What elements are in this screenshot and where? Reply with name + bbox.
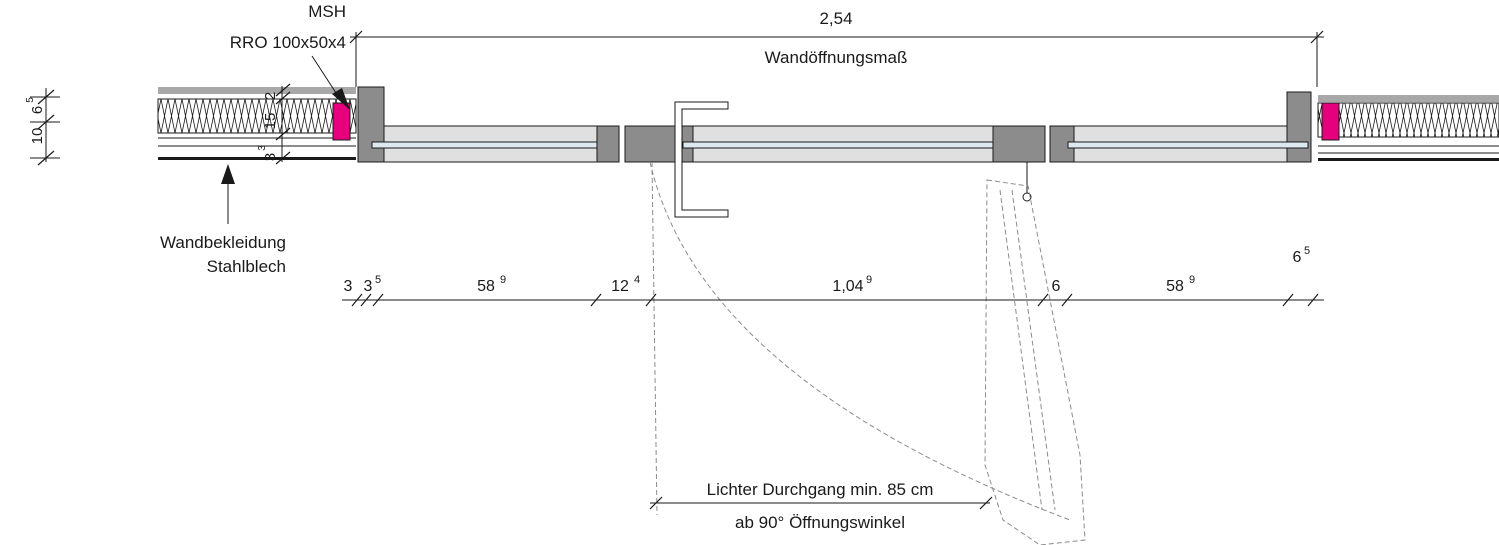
door-leaf-frame-right [992,125,1046,163]
rro-arrow [332,88,350,110]
chain-tick-9 [1307,293,1319,307]
total-dim-tick-right [1310,30,1324,44]
wall-vertical-dimensions: 2 15 3 3 [257,83,291,165]
wall-cladding-label-1: Wandbekleidung [160,233,286,252]
clear-passage-label: Lichter Durchgang min. 85 cm [707,480,934,499]
chain-tick-5 [645,293,657,307]
chain-6-5-sup: 5 [1304,245,1310,257]
chain-tick-8 [1282,293,1294,307]
right-wall-steel-cladding [1318,158,1499,161]
vdim-wall-tick2 [275,91,291,105]
total-dim-tick-left [349,30,363,44]
wall-opening-label: Wandöffnungsmaß [765,48,908,67]
vdim-left-total: 10 [29,128,46,145]
chain-6-5-main: 6 [1293,249,1302,266]
wall-cladding-label-2: Stahlblech [207,257,286,276]
chain-3: 3 [344,278,353,295]
left-vertical-dimensions: 10 6 5 [25,88,60,166]
chain-58-main: 58 [477,278,495,295]
cladding-arrow [221,164,235,184]
door-panels [371,101,1309,218]
right-panel-end [1049,125,1075,163]
passage-tick-right [979,496,993,510]
left-wall-top-cladding [158,87,356,94]
left-wall-steel-cladding [158,157,356,160]
rro-leader [311,55,339,97]
vdim-3-sup: 3 [257,145,268,151]
chain-tick-1 [351,293,363,307]
rro-label: RRO 100x50x4 [230,33,346,52]
chain-104-sup: 9 [866,274,872,286]
vdim-3-main: 3 [262,153,279,161]
chain-3-5-main: 3 [364,278,373,295]
opening-angle-label: ab 90° Öffnungswinkel [735,513,905,532]
passage-tick-left [649,496,663,510]
open-leaf-outline [984,179,1086,545]
left-magenta-profile [332,102,351,141]
chain-12-sup: 4 [634,274,640,286]
chain-104-main: 1,04 [832,278,863,295]
right-wall-insulation [1317,102,1499,138]
chain-58-sup: 9 [500,274,506,286]
vdim-wall-tick3 [275,127,291,141]
right-frame-post [1286,91,1312,163]
open-leaf-line2 [1011,189,1056,511]
open-leaf-line1 [999,189,1043,511]
chain-6: 6 [1052,278,1061,295]
chain-tick-6 [1037,293,1049,307]
vdim-left-inner-sup: 5 [25,97,36,103]
left-wall-insulation [157,98,357,134]
vdim-left-inner-main: 6 [29,106,46,114]
left-frame-post [357,86,385,163]
right-magenta-profile [1321,102,1340,141]
chain-58b-sup: 9 [1189,274,1195,286]
total-dimension: 2,54 Wandöffnungsmaß [349,9,1324,87]
chain-tick-7 [1061,293,1073,307]
vdim-2: 2 [262,92,279,100]
vdim-wall-tick4 [275,151,291,165]
vdim-15: 15 [262,113,279,130]
chain-tick-4 [590,293,602,307]
right-wall-top-cladding [1318,95,1499,102]
swing-arc [649,161,1071,521]
chain-12-main: 12 [611,278,629,295]
clear-passage-dimension: Lichter Durchgang min. 85 cm ab 90° Öffn… [649,480,993,532]
left-fixed-glass [371,141,609,149]
swing-left-line [651,161,658,516]
chain-tick-3 [372,293,384,307]
left-wall [157,86,385,163]
door-handle-bracket [674,101,729,218]
cladding-label-group: Wandbekleidung Stahlblech [160,164,286,276]
door-swing [649,161,1086,545]
bottom-dimension-chain: 3 3 5 58 9 12 4 1,04 9 6 58 9 6 5 [342,245,1324,307]
msh-label-group: MSH RRO 100x50x4 [230,2,350,110]
msh-label: MSH [308,2,346,21]
left-panel-end [596,125,620,163]
chain-58b-main: 58 [1166,278,1184,295]
vdim-wall-tick1 [275,83,291,97]
total-dimension-value: 2,54 [819,9,852,28]
right-wall [1286,91,1499,163]
door-leaf-glass [682,141,1004,149]
chain-tick-2 [360,293,372,307]
chain-3-5-sup: 5 [375,274,381,286]
right-fixed-glass [1067,141,1309,149]
